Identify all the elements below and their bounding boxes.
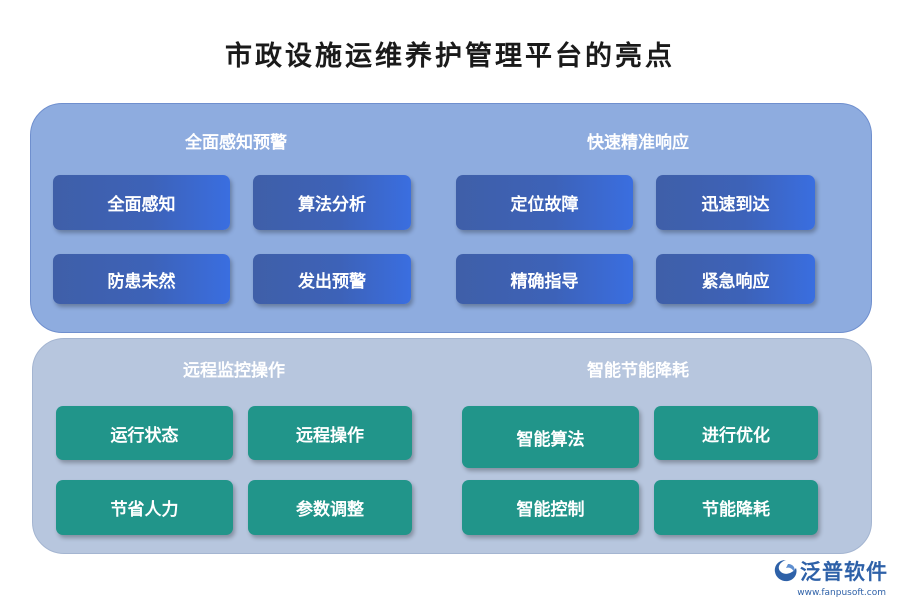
logo-name: 泛普软件 bbox=[800, 560, 888, 584]
item-precise-guidance[interactable]: 精确指导 bbox=[456, 254, 633, 304]
item-parameter-adjust[interactable]: 参数调整 bbox=[248, 480, 412, 535]
item-algorithm-analysis[interactable]: 算法分析 bbox=[253, 175, 411, 230]
section-title-energy: 智能节能降耗 bbox=[587, 361, 689, 381]
item-rapid-arrival[interactable]: 迅速到达 bbox=[656, 175, 815, 230]
item-optimize[interactable]: 进行优化 bbox=[654, 406, 818, 460]
page-title: 市政设施运维养护管理平台的亮点 bbox=[225, 41, 675, 72]
item-energy-saving[interactable]: 节能降耗 bbox=[654, 480, 818, 535]
fanpu-logo-icon bbox=[774, 560, 797, 582]
item-comprehensive-perception[interactable]: 全面感知 bbox=[53, 175, 230, 230]
item-emergency-response[interactable]: 紧急响应 bbox=[656, 254, 815, 304]
item-prevention[interactable]: 防患未然 bbox=[53, 254, 230, 304]
item-issue-warning[interactable]: 发出预警 bbox=[253, 254, 411, 304]
item-locate-fault[interactable]: 定位故障 bbox=[456, 175, 633, 230]
brand-logo: 泛普软件 bbox=[772, 556, 888, 586]
item-smart-algorithm[interactable]: 智能算法 bbox=[462, 406, 639, 468]
section-title-perception: 全面感知预警 bbox=[185, 133, 287, 153]
item-smart-control[interactable]: 智能控制 bbox=[462, 480, 639, 535]
logo-url: www.fanpusoft.com bbox=[797, 588, 886, 598]
item-running-status[interactable]: 运行状态 bbox=[56, 406, 233, 460]
section-title-remote: 远程监控操作 bbox=[183, 361, 285, 381]
item-remote-operation[interactable]: 远程操作 bbox=[248, 406, 412, 460]
section-title-response: 快速精准响应 bbox=[587, 133, 689, 153]
item-save-manpower[interactable]: 节省人力 bbox=[56, 480, 233, 535]
